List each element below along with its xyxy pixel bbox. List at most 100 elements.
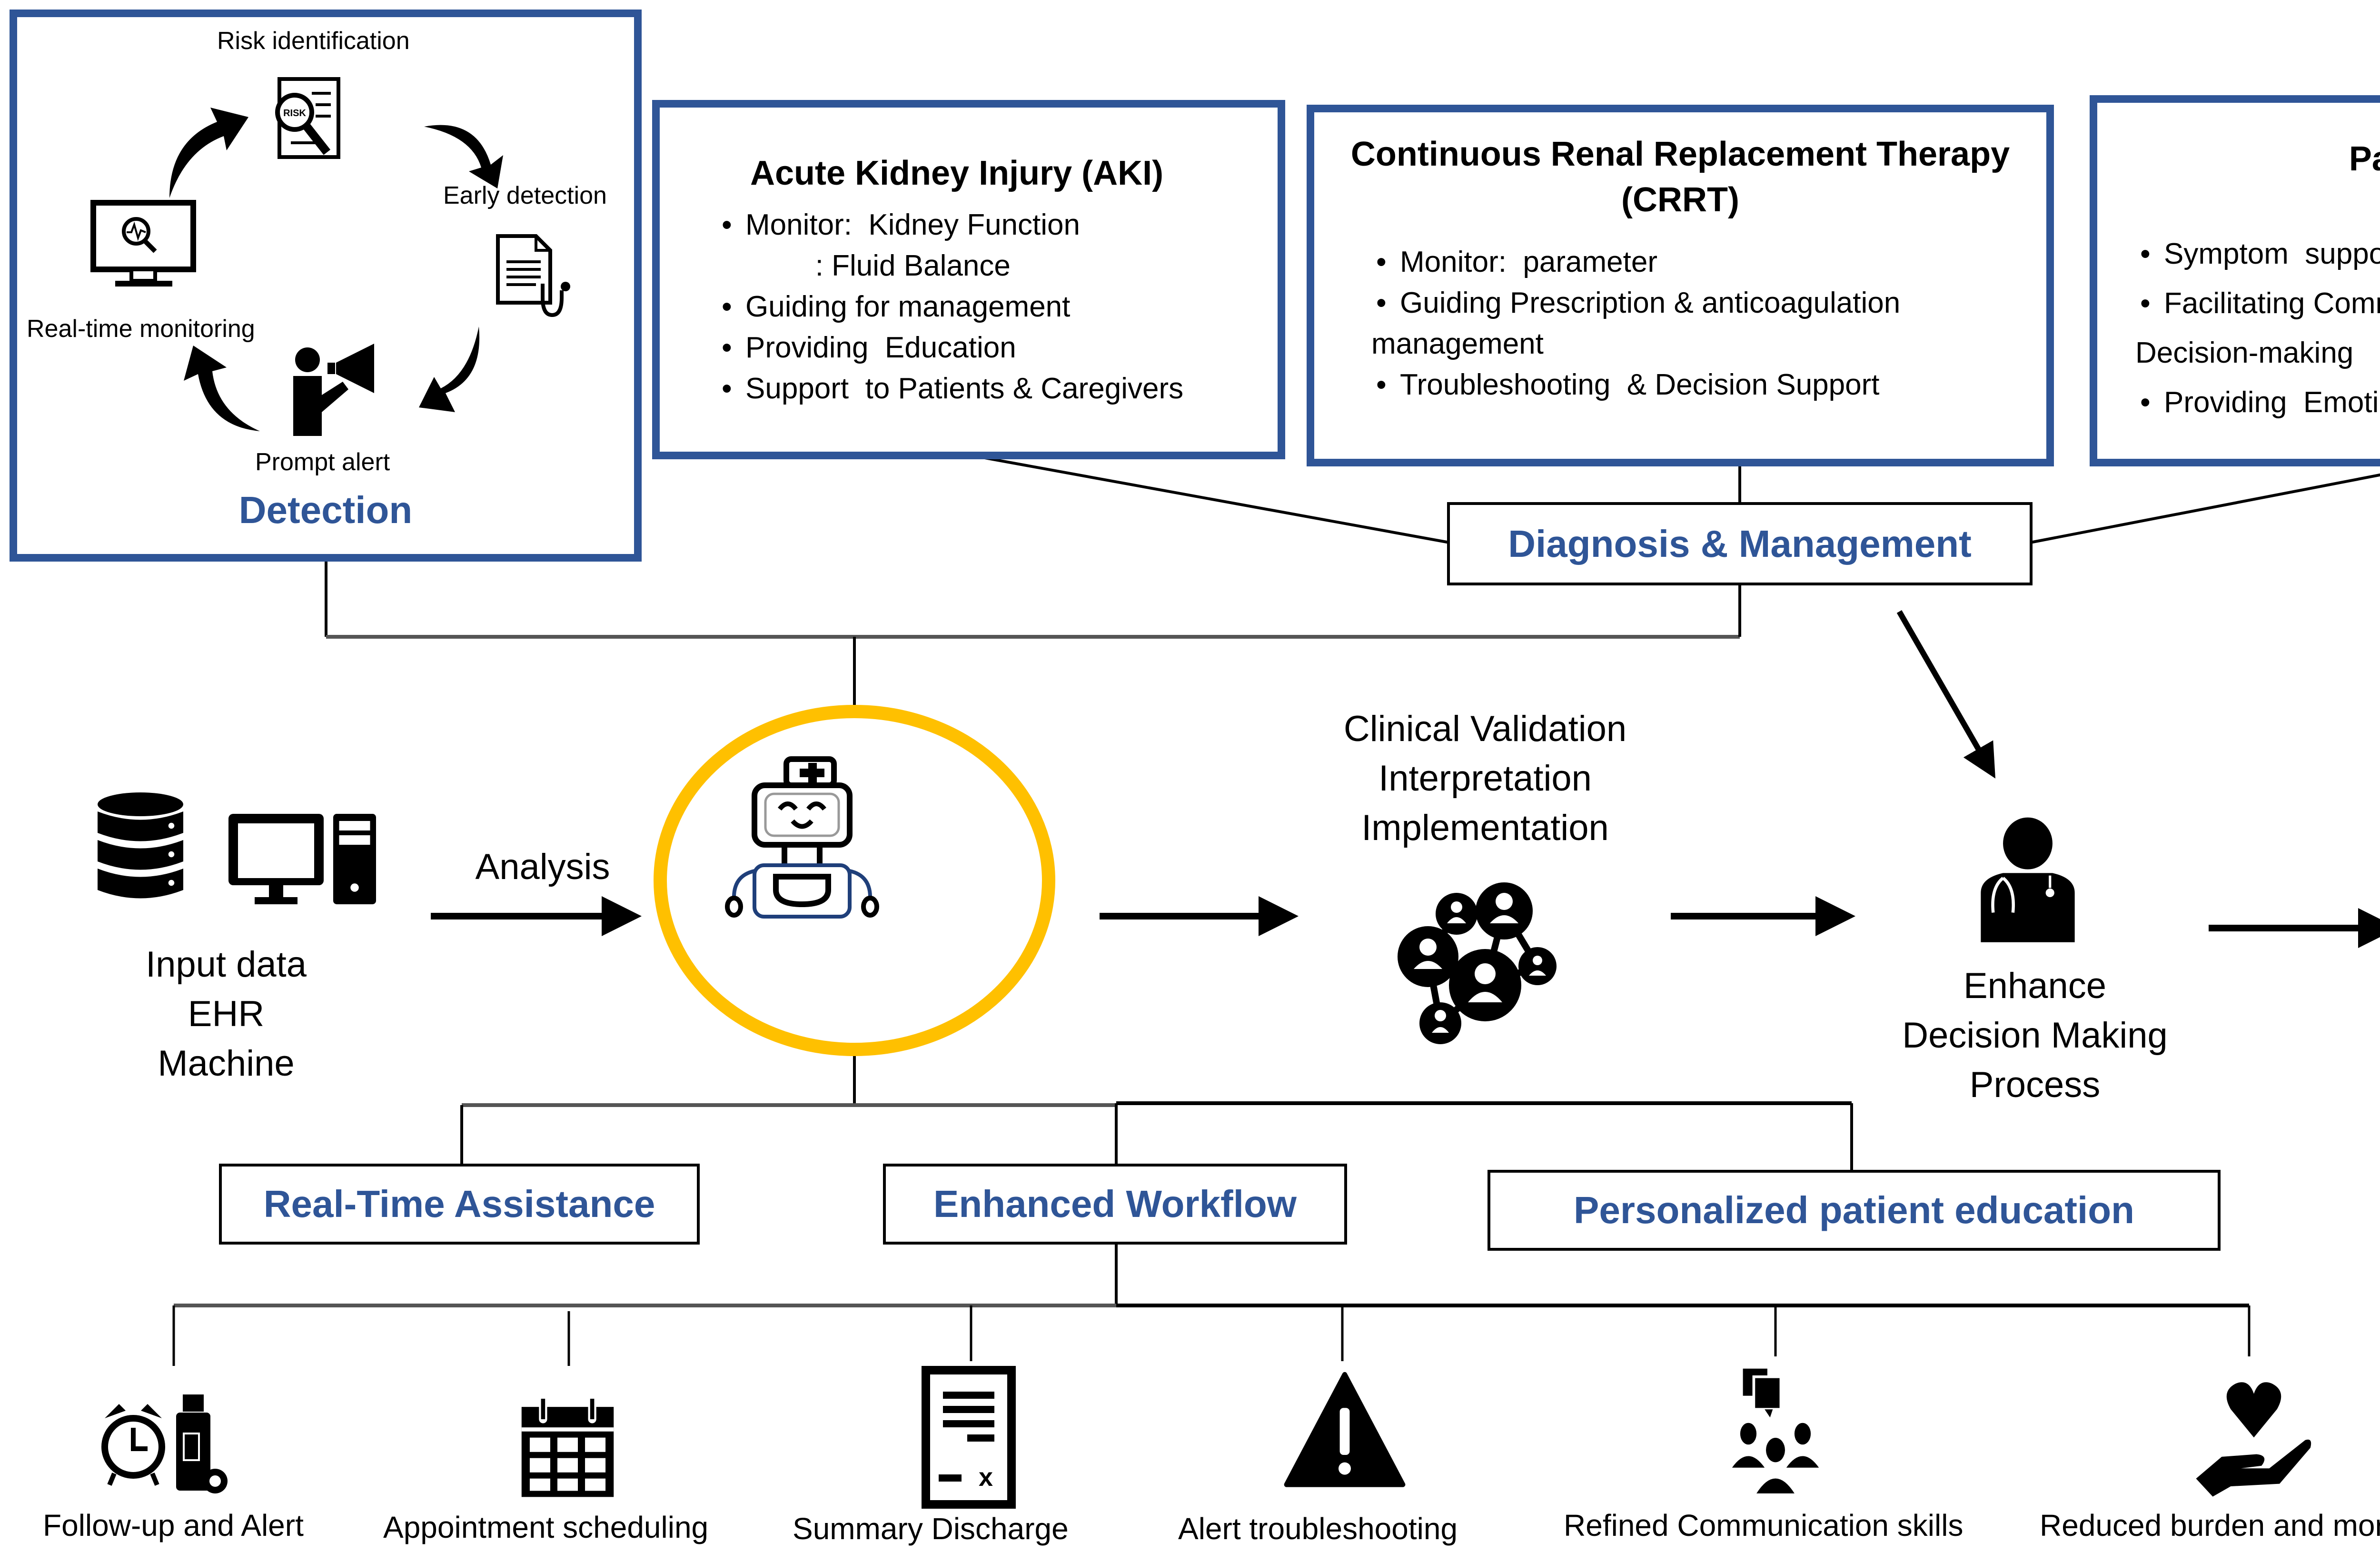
aki-bullet-text: : Fluid Balance <box>717 249 1011 282</box>
cycle-label-prompt-alert: Prompt alert <box>255 448 390 476</box>
diagnosis-management-box: Diagnosis & Management <box>1447 502 2033 585</box>
input-data-label: Input data EHR Machine <box>100 940 352 1088</box>
svg-text:x: x <box>979 1463 993 1492</box>
palliative-bullet-text: Decision-making <box>2135 336 2354 369</box>
benefit-enhanced-workflow: Enhanced Workflow <box>883 1164 1347 1245</box>
workflow-label-summary-discharge: Summary Discharge <box>793 1512 1069 1546</box>
input-line-2: EHR <box>188 994 265 1034</box>
arrow-diagnosis-to-decision <box>1896 610 1995 779</box>
bullet-dot-icon: • <box>722 372 732 405</box>
benefit-personalized-education: Personalized patient education <box>1488 1170 2221 1251</box>
cycle-arrow-4-icon <box>169 108 248 198</box>
palliative-bullet-text: Providing Emotional Support & Resources <box>2164 386 2380 419</box>
bullet-dot-icon: • <box>2140 287 2151 320</box>
palliative-panel: Palliative care • Symptom support & Treat… <box>2090 95 2380 466</box>
aki-bullet-item: • Support to Patients & Caregivers <box>717 368 1278 409</box>
doctor-stethoscope-icon <box>1981 817 2075 942</box>
aki-bullet-text: Providing Education <box>745 331 1016 364</box>
input-line-1: Input data <box>145 944 307 985</box>
workflow-label-appointment-scheduling: Appointment scheduling <box>383 1510 709 1544</box>
decision-text: Enhance Decision Making Process <box>1856 961 2213 1110</box>
cycle-label-risk-identification: Risk identification <box>217 27 410 55</box>
crrt-bullet-item: • Troubleshooting & Decision Support <box>1371 365 2027 405</box>
palliative-title: Palliative care <box>2349 140 2380 178</box>
person-megaphone-icon <box>293 344 374 436</box>
decision-line-2: Decision Making <box>1902 1015 2168 1056</box>
palliative-bullet-text: Facilitating Communication & <box>2164 287 2380 320</box>
crrt-title-line2: (CRRT) <box>1621 181 1739 219</box>
aki-bullet-text: Support to Patients & Caregivers <box>745 372 1184 405</box>
validation-text: Clinical Validation Interpretation Imple… <box>1295 704 1676 853</box>
cycle-arrow-3-icon <box>184 346 260 431</box>
crrt-bullet-text: Guiding Prescription & anticoagulation <box>1400 287 1901 319</box>
validation-line-2: Interpretation <box>1378 758 1592 799</box>
aki-title: Acute Kidney Injury (AKI) <box>750 154 1164 192</box>
warning-triangle-icon <box>1284 1372 1406 1487</box>
calendar-icon <box>521 1398 614 1497</box>
alarm-clock-medicine-icon <box>101 1394 228 1493</box>
palliative-bullet-item: • Symptom support & Treatment Options <box>2135 229 2380 279</box>
bullet-dot-icon: • <box>722 331 732 364</box>
crrt-bullet-item: management <box>1371 324 2027 365</box>
crrt-bullet-text: Monitor: parameter <box>1400 246 1657 278</box>
workflow-label-alert-troubleshooting: Alert troubleshooting <box>1178 1512 1458 1546</box>
palliative-bullet-list: • Symptom support & Treatment Options • Fac… <box>2135 229 2380 427</box>
discharge-summary-icon: x <box>922 1366 1016 1509</box>
crrt-bullet-text: management <box>1371 327 1544 360</box>
palliative-bullet-item: Decision-making <box>2135 328 2380 378</box>
aki-bullet-item: • Guiding for management <box>717 287 1278 327</box>
workflow-label-refined-communication: Refined Communication skills <box>1564 1508 1964 1542</box>
benefit-label-personalized-education: Personalized patient education <box>1573 1189 2134 1231</box>
people-network-icon <box>1398 882 1557 1044</box>
bullet-dot-icon: • <box>2140 386 2151 419</box>
benefit-label-real-time-assistance: Real-Time Assistance <box>263 1183 655 1225</box>
palliative-bullet-item: • Providing Emotional Support & Resources <box>2135 378 2380 427</box>
desktop-computer-icon <box>228 814 376 904</box>
crrt-bullet-list: • Monitor: parameter • Guiding Prescription… <box>1371 242 2027 405</box>
bullet-dot-icon: • <box>722 290 732 323</box>
workflow-label-reduced-burden: Reduced burden and more support <box>2040 1508 2380 1542</box>
group-chat-icon <box>1732 1368 1819 1493</box>
monitor-heartbeat-icon <box>90 200 196 287</box>
heart-hand-support-icon <box>2196 1382 2311 1497</box>
diagnosis-management-label: Diagnosis & Management <box>1508 522 1972 565</box>
crrt-bullet-item: • Monitor: parameter <box>1371 242 2027 283</box>
aki-panel: Acute Kidney Injury (AKI) •Monitor: Kidn… <box>652 100 1285 459</box>
decision-line-1: Enhance <box>1963 966 2107 1006</box>
bullet-dot-icon: • <box>1376 246 1387 278</box>
aki-bullet-item: : Fluid Balance <box>717 246 1278 287</box>
cycle-label-early-detection: Early detection <box>443 182 607 209</box>
aki-bullet-item: •Monitor: Kidney Function <box>717 205 1278 246</box>
svg-text:RISK: RISK <box>283 108 306 119</box>
aki-bullet-text: Guiding for management <box>745 290 1071 323</box>
input-line-3: Machine <box>158 1043 295 1084</box>
aki-bullet-list: •Monitor: Kidney Function : Fluid Balanc… <box>717 205 1278 409</box>
cycle-arrow-1-icon <box>424 125 503 188</box>
crrt-bullet-text: Troubleshooting & Decision Support <box>1400 368 1880 401</box>
risk-search-document-icon: RISK <box>275 77 340 159</box>
benefit-real-time-assistance: Real-Time Assistance <box>219 1164 700 1245</box>
detection-panel: RISK Risk identification Early detection… <box>10 10 642 562</box>
connector-palliative <box>2030 473 2380 544</box>
connector-aki <box>966 453 1450 544</box>
crrt-title-line1: Continuous Renal Replacement Therapy <box>1350 135 2010 173</box>
medical-report-stethoscope-icon <box>496 234 570 317</box>
validation-line-3: Implementation <box>1361 808 1609 848</box>
database-icon <box>98 792 183 899</box>
aki-bullet-item: • Providing Education <box>717 327 1278 368</box>
analysis-label: Analysis <box>475 847 610 887</box>
bullet-dot-icon: • <box>2140 237 2151 270</box>
crrt-bullet-item: • Guiding Prescription & anticoagulation <box>1371 283 2027 324</box>
validation-line-1: Clinical Validation <box>1343 709 1627 749</box>
bullet-dot-icon: • <box>1376 287 1387 319</box>
bullet-dot-icon: • <box>1376 368 1387 401</box>
workflow-label-follow-up-alert: Follow-up and Alert <box>43 1508 304 1542</box>
palliative-bullet-text: Symptom support & Treatment Options <box>2164 237 2380 270</box>
cycle-label-real-time-monitoring: Real-time monitoring <box>27 315 255 343</box>
cycle-arrow-2-icon <box>419 326 480 412</box>
benefit-label-enhanced-workflow: Enhanced Workflow <box>933 1183 1297 1225</box>
palliative-bullet-item: • Facilitating Communication & <box>2135 279 2380 328</box>
detection-title: Detection <box>238 489 413 531</box>
aki-bullet-text: Monitor: Kidney Function <box>745 208 1081 241</box>
